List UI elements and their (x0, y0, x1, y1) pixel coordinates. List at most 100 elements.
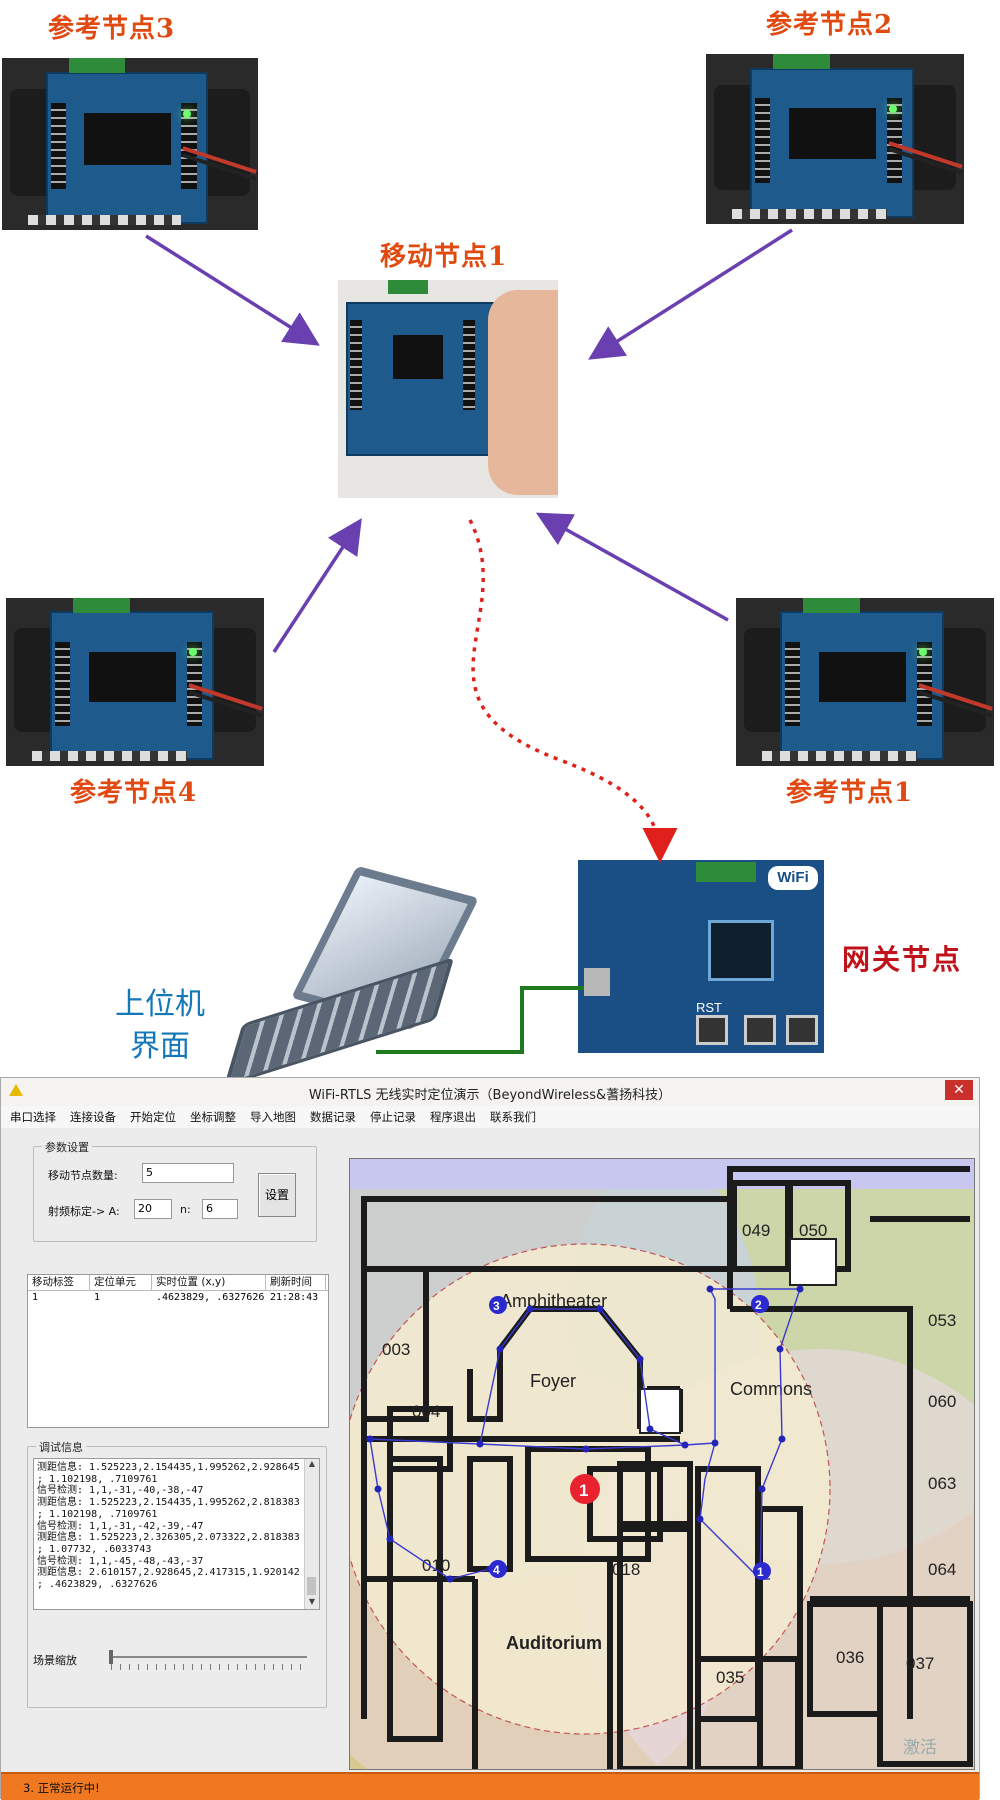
menu-connect-device[interactable]: 连接设备 (70, 1110, 116, 1124)
menu-contact[interactable]: 联系我们 (490, 1110, 536, 1124)
log-line: 测距信息: 2.610157,2.928645,2.417315,1.92014… (37, 1567, 300, 1579)
params-group: 参数设置 移动节点数量: 射频标定-> A: n: 设置 (33, 1139, 317, 1242)
log-line: 信号检测: 1,1,-31,-42,-39,-47 (37, 1520, 204, 1532)
log-line: 测距信息: 1.525223,2.154435,1.995262,2.92864… (37, 1462, 300, 1473)
svg-text:Foyer: Foyer (530, 1371, 576, 1391)
svg-text:004: 004 (412, 1402, 440, 1421)
ref-node-4-label: 参考节点4 (70, 778, 198, 808)
svg-text:1: 1 (757, 1565, 764, 1579)
floor-map-svg: 049 050 053 003 060 004 063 010 018 064 … (350, 1159, 974, 1769)
svg-text:Amphitheater: Amphitheater (500, 1291, 607, 1311)
position-table: 移动标签 定位单元 实时位置 (x,y) 刷新时间 1 1 .4623829, … (27, 1274, 329, 1428)
menu-exit[interactable]: 程序退出 (430, 1110, 476, 1124)
anchor-4-icon: 4 (489, 1560, 507, 1578)
svg-text:1: 1 (579, 1481, 588, 1500)
svg-text:037: 037 (906, 1654, 934, 1673)
arrow-ref3-to-mobile (145, 234, 320, 346)
col-locate-unit[interactable]: 定位单元 (90, 1275, 152, 1290)
set-button[interactable]: 设置 (258, 1173, 296, 1217)
arrow-ref4-to-mobile (272, 518, 362, 653)
n-value-input[interactable] (202, 1199, 238, 1219)
log-line: ; 1.07732, .6033743 (37, 1543, 152, 1555)
svg-text:050: 050 (799, 1221, 827, 1240)
debug-group-label: 调试信息 (36, 1439, 86, 1455)
ref-node-1-label: 参考节点1 (786, 778, 914, 808)
menu-coord-adjust[interactable]: 坐标调整 (190, 1110, 236, 1124)
menu-import-map[interactable]: 导入地图 (250, 1110, 296, 1124)
app-window: WiFi-RTLS 无线实时定位演示（BeyondWireless&蓍扬科技） … (0, 1077, 980, 1800)
title-bar: WiFi-RTLS 无线实时定位演示（BeyondWireless&蓍扬科技） … (1, 1078, 979, 1107)
zoom-label: 场景缩放 (33, 1654, 77, 1667)
svg-text:035: 035 (716, 1668, 744, 1687)
ref-node-4-board (6, 598, 264, 766)
log-line: ; .4623829, .6327626 (37, 1579, 158, 1591)
cell-locate-unit: 1 (94, 1292, 101, 1303)
arrow-ref2-to-mobile (588, 228, 793, 360)
mobile-node-1-board (338, 280, 558, 498)
dotted-mobile-to-gateway (468, 519, 678, 863)
log-line: 信号检测: 1,1,-45,-48,-43,-37 (37, 1555, 204, 1567)
cell-mobile-tag: 1 (32, 1292, 39, 1303)
status-text: 3. 正常运行中! (23, 1781, 100, 1795)
svg-text:063: 063 (928, 1474, 956, 1493)
arrow-ref1-to-mobile (535, 512, 729, 622)
warning-icon (9, 1084, 23, 1096)
col-mobile-tag[interactable]: 移动标签 (28, 1275, 90, 1290)
ref-node-3-board (2, 58, 258, 230)
scroll-down-icon[interactable]: ▼ (308, 1597, 316, 1606)
mobile-count-label: 移动节点数量: (48, 1169, 118, 1182)
table-row[interactable]: 1 1 .4623829, .6327626 21:28:43 (28, 1291, 328, 1305)
status-bar: 3. 正常运行中! (1, 1772, 979, 1800)
col-refresh-time[interactable]: 刷新时间 (266, 1275, 326, 1290)
walls (361, 1166, 973, 1769)
cell-position: .4623829, .6327626 (156, 1292, 265, 1303)
floor-map[interactable]: 049 050 053 003 060 004 063 010 018 064 … (349, 1158, 975, 1770)
anchor-1-icon: 1 (753, 1562, 771, 1580)
svg-text:Auditorium: Auditorium (506, 1633, 602, 1653)
ref-node-2-label: 参考节点2 (766, 10, 894, 40)
svg-text:018: 018 (612, 1560, 640, 1579)
scroll-thumb[interactable] (307, 1577, 316, 1595)
zoom-slider-thumb[interactable] (109, 1650, 113, 1664)
svg-text:053: 053 (928, 1311, 956, 1330)
anchor-3-icon: 3 (489, 1296, 507, 1314)
gateway-node-label: 网关节点 (842, 943, 963, 976)
zoom-slider-ticks (111, 1664, 307, 1670)
scroll-up-icon[interactable]: ▲ (308, 1459, 316, 1468)
menu-start-locate[interactable]: 开始定位 (130, 1110, 176, 1124)
log-line: ; 1.102198, .7109761 (37, 1508, 158, 1520)
menu-data-record[interactable]: 数据记录 (310, 1110, 356, 1124)
menu-bar: 串口选择连接设备开始定位坐标调整导入地图数据记录停止记录程序退出联系我们 (1, 1106, 979, 1128)
log-scrollbar[interactable]: ▲ ▼ (304, 1459, 319, 1609)
ref-node-3-label: 参考节点3 (48, 14, 176, 44)
cell-refresh-time: 21:28:43 (270, 1292, 319, 1303)
zoom-slider-track[interactable] (111, 1656, 307, 1658)
svg-text:4: 4 (493, 1563, 500, 1577)
watermark: 激活 (903, 1738, 937, 1758)
table-header: 移动标签 定位单元 实时位置 (x,y) 刷新时间 (28, 1275, 328, 1291)
menu-stop-record[interactable]: 停止记录 (370, 1110, 416, 1124)
log-line: 信号检测: 1,1,-31,-40,-38,-47 (37, 1485, 204, 1497)
pc-label-line1: 上位机 (115, 987, 205, 1022)
a-value-input[interactable] (134, 1199, 172, 1219)
svg-text:010: 010 (422, 1556, 450, 1575)
close-icon[interactable]: ✕ (945, 1080, 973, 1100)
rf-calibration-label: 射频标定-> A: (48, 1205, 120, 1218)
params-group-label: 参数设置 (42, 1139, 92, 1155)
wifi-badge: WiFi (768, 866, 818, 890)
mobile-count-input[interactable] (142, 1163, 234, 1183)
svg-text:049: 049 (742, 1221, 770, 1240)
col-realtime-position[interactable]: 实时位置 (x,y) (152, 1275, 266, 1290)
menu-serial-select[interactable]: 串口选择 (10, 1110, 56, 1124)
pc-label: 上位机 界面 (100, 984, 220, 1068)
ref-node-2-board (706, 54, 964, 224)
wire-laptop-to-gateway (376, 986, 584, 1054)
log-line: 测距信息: 1.525223,2.154435,1.995262,2.81838… (37, 1497, 300, 1509)
mobile-node-1-label: 移动节点1 (380, 242, 508, 272)
diagram-connections (145, 228, 793, 1054)
log-line: 测距信息: 1.525223,2.326305,2.073322,2.81838… (37, 1532, 300, 1544)
svg-text:3: 3 (493, 1299, 500, 1313)
svg-text:036: 036 (836, 1648, 864, 1667)
n-label: n: (180, 1203, 191, 1216)
debug-log[interactable]: 测距信息: 1.525223,2.154435,1.995262,2.92864… (33, 1458, 320, 1610)
